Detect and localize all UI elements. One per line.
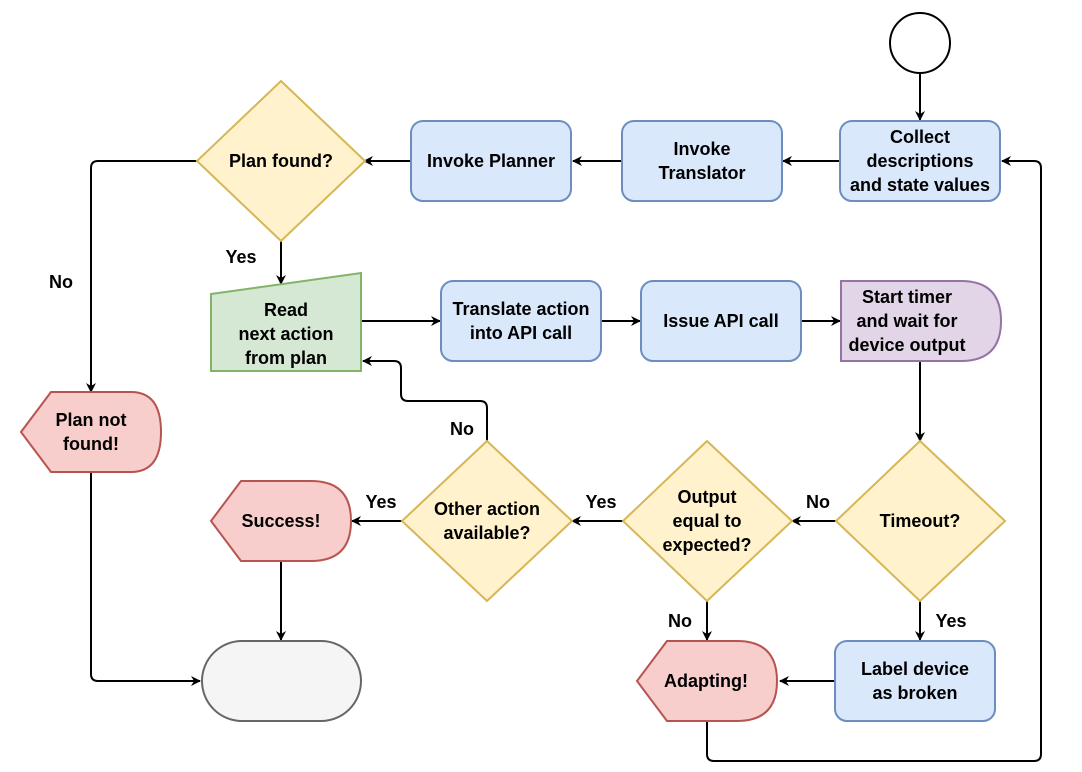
output-equal-label-line: equal to [672,511,741,531]
output-no-label: No [668,611,692,631]
translate-action-node [440,280,602,362]
translator-label-line: Invoke [673,139,730,159]
other-yes-label: Yes [365,492,396,512]
nodes [19,12,1007,722]
edge-plan-not-found-to-end [90,472,201,686]
node-labels: Collect descriptions and state values Invok… [56,127,991,703]
translate-action-label: Translate action into API call [452,299,589,343]
collect-label-line: and state values [850,175,990,195]
other-action-decision [400,439,574,603]
translate-action-label-line: Translate action [452,299,589,319]
plan-not-found-label-line: Plan not [56,410,127,430]
start-timer-label-line: device output [848,335,965,355]
collect-label: Collect descriptions and state values [850,127,990,195]
plan-not-found-node [19,391,163,473]
timeout-label: Timeout? [880,511,961,531]
timeout-no-label: No [806,492,830,512]
read-action-label-line: next action [238,324,333,344]
label-broken-label: Label device as broken [861,659,969,703]
other-action-label: Other action available? [434,499,540,543]
end-node [201,640,362,722]
timeout-label-line: Timeout? [880,511,961,531]
success-node [209,480,353,562]
planner-label-line: Invoke Planner [427,151,555,171]
collect-descriptions-node [839,120,1001,202]
adapting-label-line: Adapting! [664,671,748,691]
planner-label: Invoke Planner [427,151,555,171]
edge-other-no [362,356,488,441]
plan-not-found-label: Plan not found! [56,410,127,454]
output-equal-label: Output equal to expected? [662,487,751,555]
plan-found-label: Plan found? [229,151,333,171]
plan-found-decision [195,79,367,243]
timeout-yes-label: Yes [935,611,966,631]
translate-action-label-line: into API call [470,323,572,343]
collect-label-line: Collect [890,127,950,147]
success-label: Success! [241,511,320,531]
output-equal-label-line: Output [678,487,737,507]
other-action-label-line: available? [443,523,530,543]
invoke-translator-node [621,120,783,202]
other-action-label-line: Other action [434,499,540,519]
start-timer-label-line: and wait for [856,311,957,331]
read-action-label-line: from plan [245,348,327,368]
plan-found-no-label: No [49,272,73,292]
output-equal-label-line: expected? [662,535,751,555]
other-no-label: No [450,419,474,439]
invoke-planner-node [410,120,572,202]
output-equal-decision [621,439,794,603]
edge-adapting-loop-to-collect [706,156,1042,762]
start-timer-label-line: Start timer [862,287,952,307]
issue-api-label: Issue API call [663,311,778,331]
issue-api-call-node [640,280,802,362]
start-node [889,12,951,74]
plan-not-found-label-line: found! [63,434,119,454]
timeout-decision [834,439,1007,603]
plan-found-yes-label: Yes [225,247,256,267]
plan-found-label-line: Plan found? [229,151,333,171]
success-label-line: Success! [241,511,320,531]
edge-plan-found-no [86,160,197,393]
issue-api-label-line: Issue API call [663,311,778,331]
output-yes-label: Yes [585,492,616,512]
label-broken-label-line: as broken [872,683,957,703]
label-broken-label-line: Label device [861,659,969,679]
adapting-label: Adapting! [664,671,748,691]
read-action-label-line: Read [264,300,308,320]
start-timer-node [840,280,1003,362]
label-device-broken-node [834,640,996,722]
collect-label-line: descriptions [866,151,973,171]
read-next-action-node [210,271,362,372]
adapting-node [635,640,779,722]
edges [86,73,1042,762]
read-action-label: Read next action from plan [238,300,333,368]
translator-label-line: Translator [658,163,745,183]
start-timer-label: Start timer and wait for device output [848,287,965,355]
edge-labels: Yes No No Yes Yes No Yes No [49,247,967,631]
